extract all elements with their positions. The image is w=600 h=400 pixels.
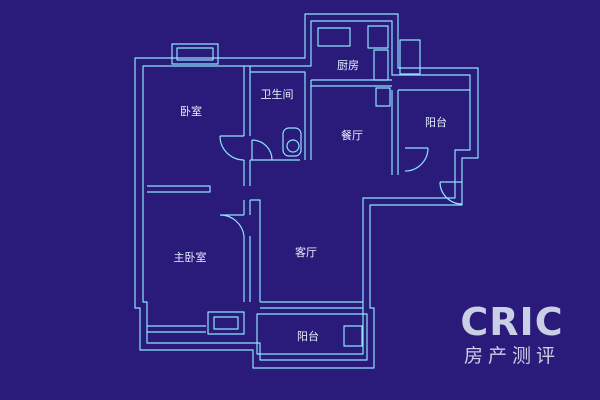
kitchen-sink <box>317 27 351 47</box>
balcony-right-window <box>399 39 421 75</box>
fridge <box>375 87 391 107</box>
wall-master-right <box>243 200 251 302</box>
window-bottom-left <box>207 311 245 335</box>
wall-bedroom-split <box>147 185 211 193</box>
watermark-subtitle: 房产测评 <box>464 345 560 367</box>
window-top-left-inner <box>176 47 214 61</box>
door-bedroom <box>219 135 245 161</box>
label-balcony-bottom: 阳台 <box>297 329 319 343</box>
wall-bedroom-right <box>243 66 251 186</box>
label-master-bedroom: 主卧室 <box>174 250 207 264</box>
wall-living-left <box>250 199 261 302</box>
door-entry <box>439 181 463 205</box>
wall-kitchen <box>311 79 392 87</box>
label-living: 客厅 <box>295 245 317 259</box>
window-bottom-left-inner <box>213 316 239 330</box>
door-bathroom <box>251 139 273 161</box>
kitchen-stove <box>367 25 389 49</box>
wall-balcony-right <box>391 89 470 175</box>
kitchen-counter <box>373 49 389 81</box>
walls <box>134 13 479 369</box>
door-balcony-right <box>404 147 429 172</box>
door-master <box>219 214 245 237</box>
label-balcony-right: 阳台 <box>425 115 447 129</box>
toilet <box>282 127 302 157</box>
balcony-bottom-rail <box>256 313 364 355</box>
wall-bottom-left <box>147 325 206 333</box>
outer-wall <box>134 13 479 369</box>
balcony-bottom-box <box>343 325 363 347</box>
label-kitchen: 厨房 <box>337 59 359 72</box>
wall-living-bottom <box>260 301 363 309</box>
label-bedroom: 卧室 <box>180 104 202 118</box>
label-bathroom: 卫生间 <box>261 87 294 101</box>
sink <box>286 139 300 153</box>
label-dining: 餐厅 <box>341 128 363 142</box>
window-top-left <box>171 43 219 65</box>
watermark-title: CRIC <box>460 300 563 344</box>
wall-bathroom <box>250 71 312 161</box>
outer-wall-inner <box>142 20 471 361</box>
